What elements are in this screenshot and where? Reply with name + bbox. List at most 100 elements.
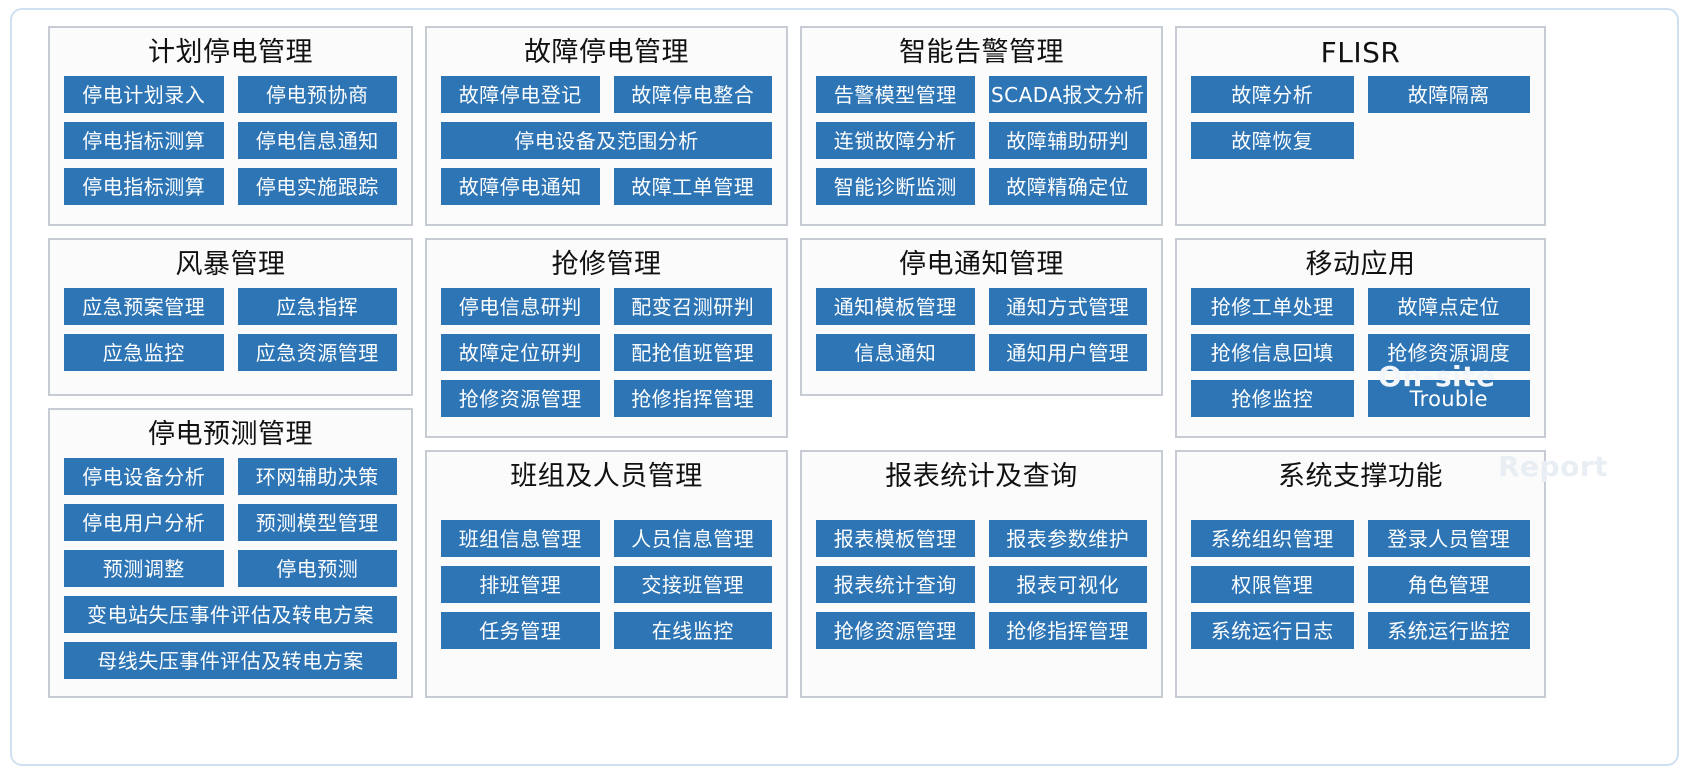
- button-row: 排班管理 交接班管理: [441, 566, 772, 603]
- menu-button[interactable]: 故障停电整合: [613, 76, 772, 113]
- menu-button[interactable]: 母线失压事件评估及转电方案: [64, 642, 397, 679]
- menu-button[interactable]: 配抢值班管理: [613, 334, 772, 371]
- menu-button[interactable]: 通知模板管理: [816, 288, 975, 325]
- menu-button[interactable]: 故障工单管理: [613, 168, 772, 205]
- button-row: 信息通知 通知用户管理: [816, 334, 1147, 371]
- panel-emergency-repair-management[interactable]: 抢修管理 停电信息研判 配变召测研判 故障定位研判 配抢值班管理 抢修资源管理 …: [425, 238, 788, 438]
- menu-button[interactable]: 排班管理: [441, 566, 600, 603]
- panel-title: 停电预测管理: [148, 419, 313, 450]
- menu-button[interactable]: 报表参数维护: [988, 520, 1147, 557]
- menu-button[interactable]: 连锁故障分析: [816, 122, 975, 159]
- menu-button[interactable]: 抢修指挥管理: [613, 380, 772, 417]
- button-row: 报表统计查询 报表可视化: [816, 566, 1147, 603]
- button-row: 停电用户分析 预测模型管理: [64, 504, 397, 541]
- panel-outage-forecast-management[interactable]: 停电预测管理 停电设备分析 环网辅助决策 停电用户分析 预测模型管理 预测调整 …: [48, 408, 413, 698]
- panel-storm-management[interactable]: 风暴管理 应急预案管理 应急指挥 应急监控 应急资源管理: [48, 238, 413, 396]
- menu-button[interactable]: 班组信息管理: [441, 520, 600, 557]
- panel-system-support-functions[interactable]: 系统支撑功能 系统组织管理 登录人员管理 权限管理 角色管理 系统运行日志 系统…: [1175, 450, 1546, 698]
- menu-button[interactable]: 在线监控: [613, 612, 772, 649]
- menu-button[interactable]: 角色管理: [1367, 566, 1530, 603]
- menu-button[interactable]: 故障分析: [1191, 76, 1354, 113]
- menu-button[interactable]: 登录人员管理: [1367, 520, 1530, 557]
- menu-button[interactable]: 故障定位研判: [441, 334, 600, 371]
- menu-button[interactable]: SCADA报文分析: [988, 76, 1147, 113]
- menu-button[interactable]: 预测调整: [64, 550, 224, 587]
- button-row: 抢修信息回填 抢修资源调度: [1191, 334, 1530, 371]
- panel-title: 计划停电管理: [148, 37, 313, 68]
- menu-button[interactable]: 故障精确定位: [988, 168, 1147, 205]
- menu-button[interactable]: 故障点定位: [1367, 288, 1530, 325]
- panel-grid: 计划停电管理 停电计划录入 停电预协商 停电指标测算 停电信息通知 停电指标测算…: [48, 26, 1646, 748]
- panel-flisr[interactable]: FLISR 故障分析 故障隔离 故障恢复: [1175, 26, 1546, 226]
- menu-button[interactable]: 权限管理: [1191, 566, 1354, 603]
- menu-button[interactable]: 停电实施跟踪: [237, 168, 397, 205]
- menu-button[interactable]: 智能诊断监测: [816, 168, 975, 205]
- menu-button[interactable]: 信息通知: [816, 334, 975, 371]
- menu-button[interactable]: 故障隔离: [1367, 76, 1530, 113]
- menu-button[interactable]: 应急资源管理: [237, 334, 397, 371]
- menu-button[interactable]: 系统运行监控: [1367, 612, 1530, 649]
- menu-button[interactable]: 应急指挥: [237, 288, 397, 325]
- menu-button[interactable]: 抢修指挥管理: [988, 612, 1147, 649]
- panel-mobile-application[interactable]: 移动应用 抢修工单处理 故障点定位 抢修信息回填 抢修资源调度 抢修监控 Tro…: [1175, 238, 1546, 438]
- panel-outage-notification-management[interactable]: 停电通知管理 通知模板管理 通知方式管理 信息通知 通知用户管理: [800, 238, 1163, 396]
- menu-button[interactable]: 故障停电通知: [441, 168, 600, 205]
- menu-button[interactable]: 抢修资源管理: [816, 612, 975, 649]
- menu-button[interactable]: 抢修信息回填: [1191, 334, 1354, 371]
- panel-buttons: 系统组织管理 登录人员管理 权限管理 角色管理 系统运行日志 系统运行监控: [1177, 500, 1544, 659]
- menu-button[interactable]: 环网辅助决策: [237, 458, 397, 495]
- button-row: 任务管理 在线监控: [441, 612, 772, 649]
- menu-button[interactable]: 停电信息研判: [441, 288, 600, 325]
- panel-team-and-personnel-management[interactable]: 班组及人员管理 班组信息管理 人员信息管理 排班管理 交接班管理 任务管理 在线…: [425, 450, 788, 698]
- menu-button[interactable]: 通知用户管理: [988, 334, 1147, 371]
- button-row: 故障恢复: [1191, 122, 1530, 159]
- menu-button[interactable]: 告警模型管理: [816, 76, 975, 113]
- menu-button[interactable]: 故障辅助研判: [988, 122, 1147, 159]
- menu-button[interactable]: 停电信息通知: [237, 122, 397, 159]
- panel-planned-outage-management[interactable]: 计划停电管理 停电计划录入 停电预协商 停电指标测算 停电信息通知 停电指标测算…: [48, 26, 413, 226]
- menu-button[interactable]: 报表模板管理: [816, 520, 975, 557]
- button-row: 停电设备分析 环网辅助决策: [64, 458, 397, 495]
- menu-button[interactable]: 故障恢复: [1191, 122, 1354, 159]
- menu-button[interactable]: 人员信息管理: [613, 520, 772, 557]
- menu-button[interactable]: 系统运行日志: [1191, 612, 1354, 649]
- menu-button[interactable]: 任务管理: [441, 612, 600, 649]
- menu-button[interactable]: 停电计划录入: [64, 76, 224, 113]
- button-row: 抢修监控 Trouble: [1191, 380, 1530, 417]
- menu-button[interactable]: 应急监控: [64, 334, 224, 371]
- panel-buttons: 停电计划录入 停电预协商 停电指标测算 停电信息通知 停电指标测算 停电实施跟踪: [50, 76, 411, 215]
- menu-button[interactable]: 停电预协商: [237, 76, 397, 113]
- menu-button[interactable]: 变电站失压事件评估及转电方案: [64, 596, 397, 633]
- menu-button[interactable]: 应急预案管理: [64, 288, 224, 325]
- panel-intelligent-alarm-management[interactable]: 智能告警管理 告警模型管理 SCADA报文分析 连锁故障分析 故障辅助研判 智能…: [800, 26, 1163, 226]
- panel-buttons: 班组信息管理 人员信息管理 排班管理 交接班管理 任务管理 在线监控: [427, 500, 786, 659]
- menu-button[interactable]: Trouble: [1367, 380, 1530, 417]
- menu-button[interactable]: 停电指标测算: [64, 122, 224, 159]
- menu-button[interactable]: 交接班管理: [613, 566, 772, 603]
- menu-button[interactable]: 报表统计查询: [816, 566, 975, 603]
- button-row: 连锁故障分析 故障辅助研判: [816, 122, 1147, 159]
- menu-button[interactable]: 抢修资源调度: [1367, 334, 1530, 371]
- menu-button[interactable]: 预测模型管理: [237, 504, 397, 541]
- menu-button[interactable]: 抢修监控: [1191, 380, 1354, 417]
- menu-button[interactable]: 停电设备分析: [64, 458, 224, 495]
- panel-buttons: 抢修工单处理 故障点定位 抢修信息回填 抢修资源调度 抢修监控 Trouble: [1177, 288, 1544, 427]
- menu-button[interactable]: 停电设备及范围分析: [441, 122, 772, 159]
- panel-fault-outage-management[interactable]: 故障停电管理 故障停电登记 故障停电整合 停电设备及范围分析 故障停电通知 故障…: [425, 26, 788, 226]
- menu-button[interactable]: 停电预测: [237, 550, 397, 587]
- menu-button[interactable]: 通知方式管理: [988, 288, 1147, 325]
- button-row: 系统运行日志 系统运行监控: [1191, 612, 1530, 649]
- menu-button[interactable]: 抢修资源管理: [441, 380, 600, 417]
- panel-buttons: 应急预案管理 应急指挥 应急监控 应急资源管理: [50, 288, 411, 381]
- panel-title: FLISR: [1320, 36, 1401, 69]
- menu-button[interactable]: 停电指标测算: [64, 168, 224, 205]
- menu-button[interactable]: 系统组织管理: [1191, 520, 1354, 557]
- menu-button[interactable]: 故障停电登记: [441, 76, 600, 113]
- button-row: 故障分析 故障隔离: [1191, 76, 1530, 113]
- panel-report-statistics-and-query[interactable]: 报表统计及查询 报表模板管理 报表参数维护 报表统计查询 报表可视化 抢修资源管…: [800, 450, 1163, 698]
- menu-button[interactable]: 报表可视化: [988, 566, 1147, 603]
- button-row: 报表模板管理 报表参数维护: [816, 520, 1147, 557]
- menu-button[interactable]: 抢修工单处理: [1191, 288, 1354, 325]
- menu-button[interactable]: 配变召测研判: [613, 288, 772, 325]
- menu-button[interactable]: 停电用户分析: [64, 504, 224, 541]
